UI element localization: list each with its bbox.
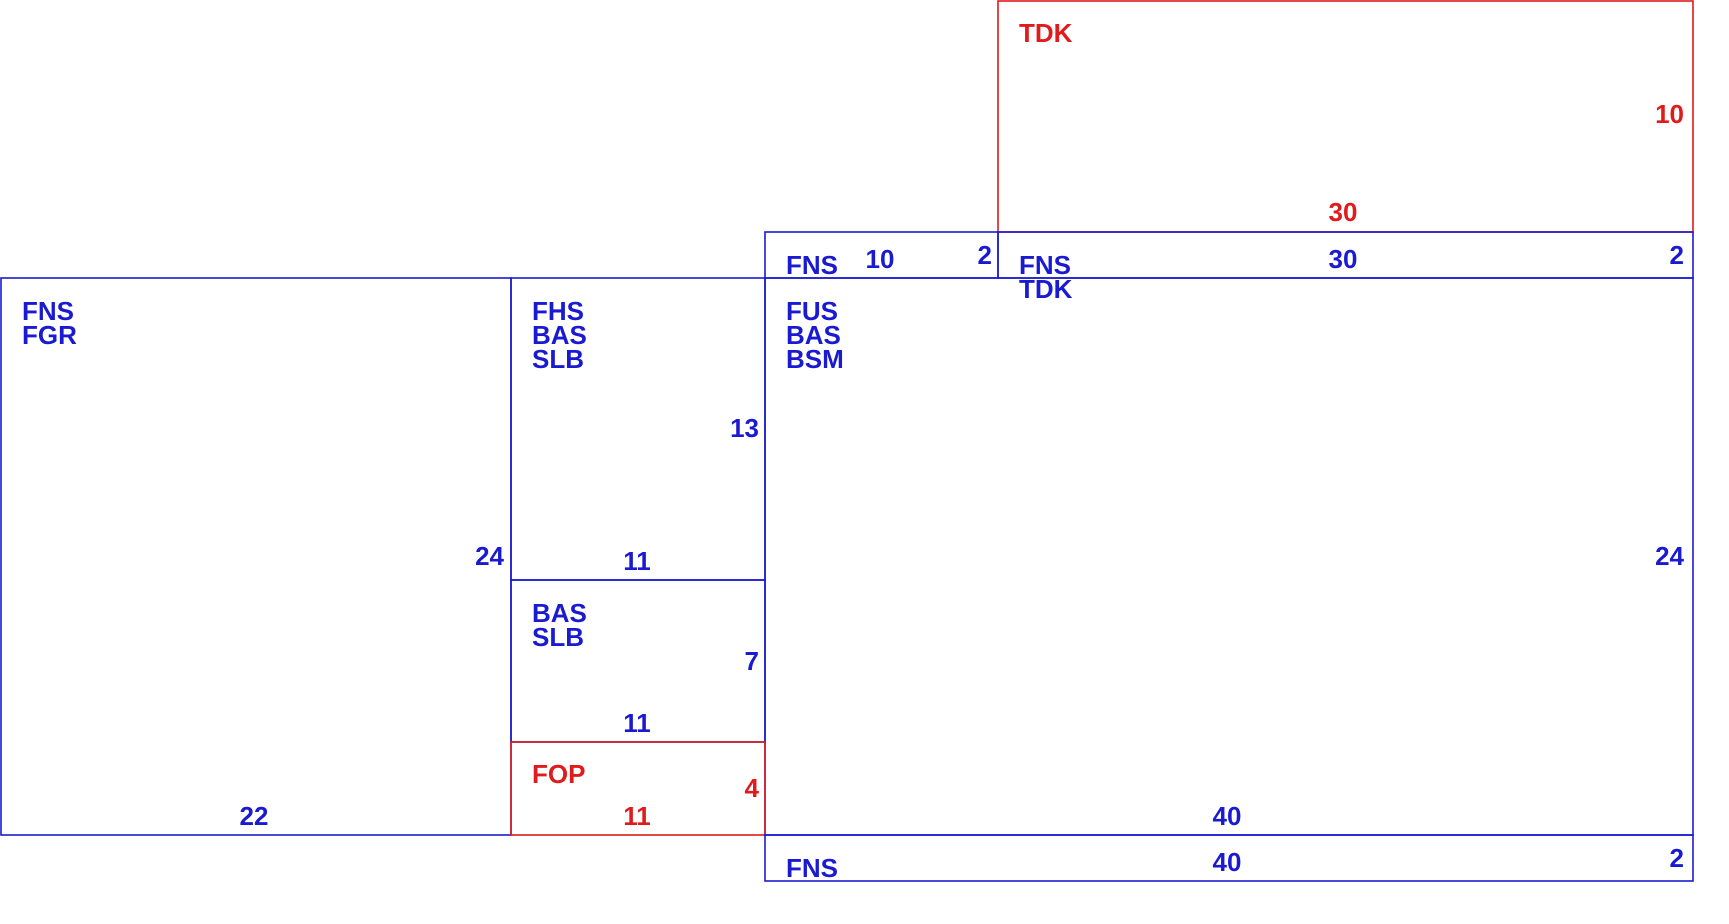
panel-code: FNS: [1019, 250, 1071, 280]
panel-fns-bottom: FNS 40 2: [764, 834, 1694, 883]
panel-width-label: 40: [1213, 801, 1242, 831]
panel-code: FNS: [22, 296, 74, 326]
panel-width-label: 30: [1329, 197, 1358, 227]
panel-width-label: 11: [623, 546, 651, 576]
panel-width-label: 22: [240, 801, 269, 831]
panel-outline: [0, 277, 512, 836]
panel-bas-slb: BAS SLB 7 11: [510, 579, 766, 743]
panel-fop: FOP 4 11: [510, 741, 766, 836]
panel-tdk-top: TDK 10 30: [997, 0, 1694, 233]
panel-code: FNS: [786, 853, 838, 883]
panel-height-label: 13: [730, 413, 759, 443]
panel-code: SLB: [532, 344, 584, 374]
panel-fhs-bas-slb: FHS BAS SLB 13 11: [510, 277, 766, 581]
panel-width-label: 40: [1213, 847, 1242, 877]
panel-height-label: 2: [1670, 843, 1684, 873]
panel-height-label: 7: [745, 646, 759, 676]
panel-code: FOP: [532, 759, 585, 789]
panel-height-label: 2: [978, 240, 992, 270]
panel-code: BAS: [786, 320, 841, 350]
panel-code: FGR: [22, 320, 77, 350]
panel-width-label: 10: [866, 244, 895, 274]
panel-outline: [764, 834, 1694, 882]
panel-code: BSM: [786, 344, 844, 374]
panel-code: TDK: [1019, 274, 1073, 304]
panel-outline: [764, 277, 1694, 836]
panel-code: FNS: [786, 250, 838, 280]
panel-code: TDK: [1019, 18, 1073, 48]
panel-fns-tdk-strip: FNS TDK 30 2: [997, 231, 1694, 304]
panel-code: SLB: [532, 622, 584, 652]
panel-height-label: 24: [1655, 541, 1684, 571]
panel-height-label: 4: [745, 773, 760, 803]
panel-fus-bas-bsm: FUS BAS BSM 24 40: [764, 277, 1694, 836]
panel-width-label: 11: [623, 708, 651, 738]
panel-width-label: 11: [623, 801, 651, 831]
panel-code: BAS: [532, 320, 587, 350]
panel-height-label: 2: [1670, 240, 1684, 270]
panel-fns-fgr: FNS FGR 24 22: [0, 277, 512, 836]
panel-outline: [510, 741, 766, 836]
panel-width-label: 30: [1329, 244, 1358, 274]
panel-height-label: 24: [475, 541, 504, 571]
panel-fns-strip-small: FNS 10 2: [764, 231, 999, 280]
panel-code: BAS: [532, 598, 587, 628]
panel-height-label: 10: [1655, 99, 1684, 129]
panel-code: FUS: [786, 296, 838, 326]
panel-code: FHS: [532, 296, 584, 326]
